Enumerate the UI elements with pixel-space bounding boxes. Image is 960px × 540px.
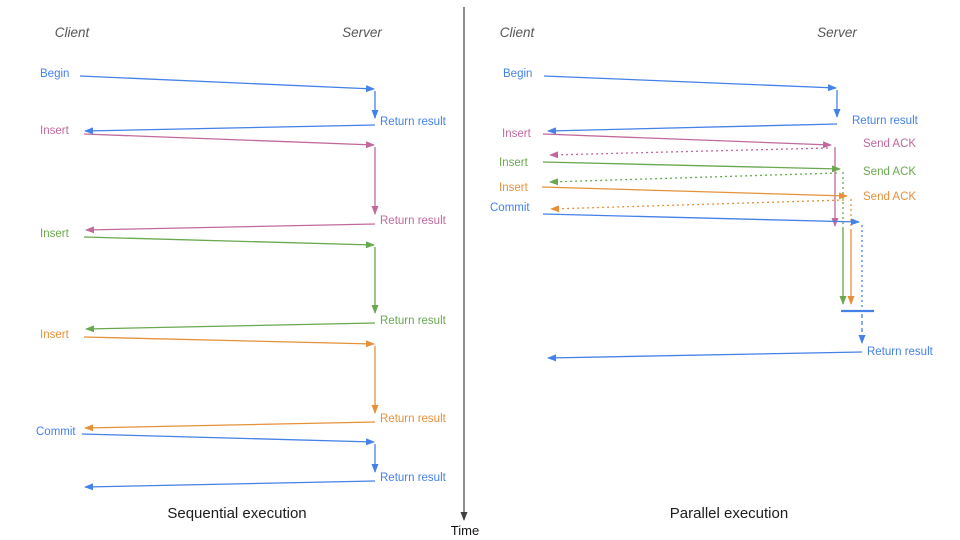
time-axis-label: Time xyxy=(451,523,479,538)
parallel-step-insert-3: Insert Send ACK xyxy=(499,182,916,305)
response-label: Return result xyxy=(852,115,919,127)
request-label: Commit xyxy=(490,202,530,214)
parallel-client-header: Client xyxy=(500,25,536,40)
sequential-step-commit: Commit Return result xyxy=(36,426,447,491)
sequential-step-insert-2: Insert Return result xyxy=(40,228,447,333)
response-arrow xyxy=(84,421,376,432)
response-arrow xyxy=(84,480,376,491)
parallel-caption: Parallel execution xyxy=(670,505,788,522)
sequential-client-header: Client xyxy=(55,25,91,40)
request-label: Insert xyxy=(499,157,529,169)
response-label: Return result xyxy=(380,215,447,227)
response-arrow xyxy=(547,351,863,362)
request-arrow xyxy=(542,161,841,173)
response-arrow xyxy=(84,124,376,135)
request-label: Commit xyxy=(36,426,76,438)
request-label: Insert xyxy=(40,125,70,137)
response-label: Send ACK xyxy=(863,166,916,178)
ack-arrow-dotted xyxy=(549,172,838,186)
sequential-server-header: Server xyxy=(342,25,382,40)
request-arrow xyxy=(83,133,375,149)
response-label: Return result xyxy=(380,472,447,484)
response-arrow xyxy=(85,223,376,234)
request-label: Insert xyxy=(499,182,529,194)
response-label: Send ACK xyxy=(863,191,916,203)
request-arrow xyxy=(541,186,848,200)
ack-arrow-dotted xyxy=(550,199,845,213)
request-arrow xyxy=(83,336,375,348)
request-label: Insert xyxy=(40,228,70,240)
request-label: Insert xyxy=(40,329,70,341)
request-arrow xyxy=(83,236,375,249)
response-arrow xyxy=(547,123,838,135)
parallel-server-header: Server xyxy=(817,25,857,40)
parallel-step-commit: Commit Return result xyxy=(490,202,934,362)
sequential-caption: Sequential execution xyxy=(167,505,306,522)
parallel-diagram: Client Server Begin Return result Insert… xyxy=(490,25,934,522)
request-arrow xyxy=(81,433,375,446)
sequential-step-insert-3: Insert Return result xyxy=(40,329,447,432)
parallel-step-insert-2: Insert Send ACK xyxy=(499,157,916,305)
response-label: Return result xyxy=(380,413,447,425)
response-label: Send ACK xyxy=(863,138,916,150)
response-label: Return result xyxy=(380,116,447,128)
request-label: Begin xyxy=(40,68,69,80)
time-axis: Time xyxy=(451,7,479,538)
request-label: Begin xyxy=(503,68,532,80)
ack-arrow-dotted xyxy=(549,147,829,159)
request-arrow xyxy=(542,133,832,149)
request-label: Insert xyxy=(502,128,532,140)
response-label: Return result xyxy=(867,346,934,358)
response-label: Return result xyxy=(380,315,447,327)
sequential-step-begin: Begin Return result xyxy=(40,68,447,135)
parallel-step-begin: Begin Return result xyxy=(503,68,919,135)
request-arrow xyxy=(79,75,375,93)
sequential-step-insert-1: Insert Return result xyxy=(40,125,447,234)
request-arrow xyxy=(543,75,837,92)
response-arrow xyxy=(85,322,376,333)
parallel-step-insert-1: Insert Send ACK xyxy=(502,128,916,227)
sequential-diagram: Client Server Begin Return result Insert… xyxy=(36,25,447,522)
request-arrow xyxy=(542,213,860,226)
